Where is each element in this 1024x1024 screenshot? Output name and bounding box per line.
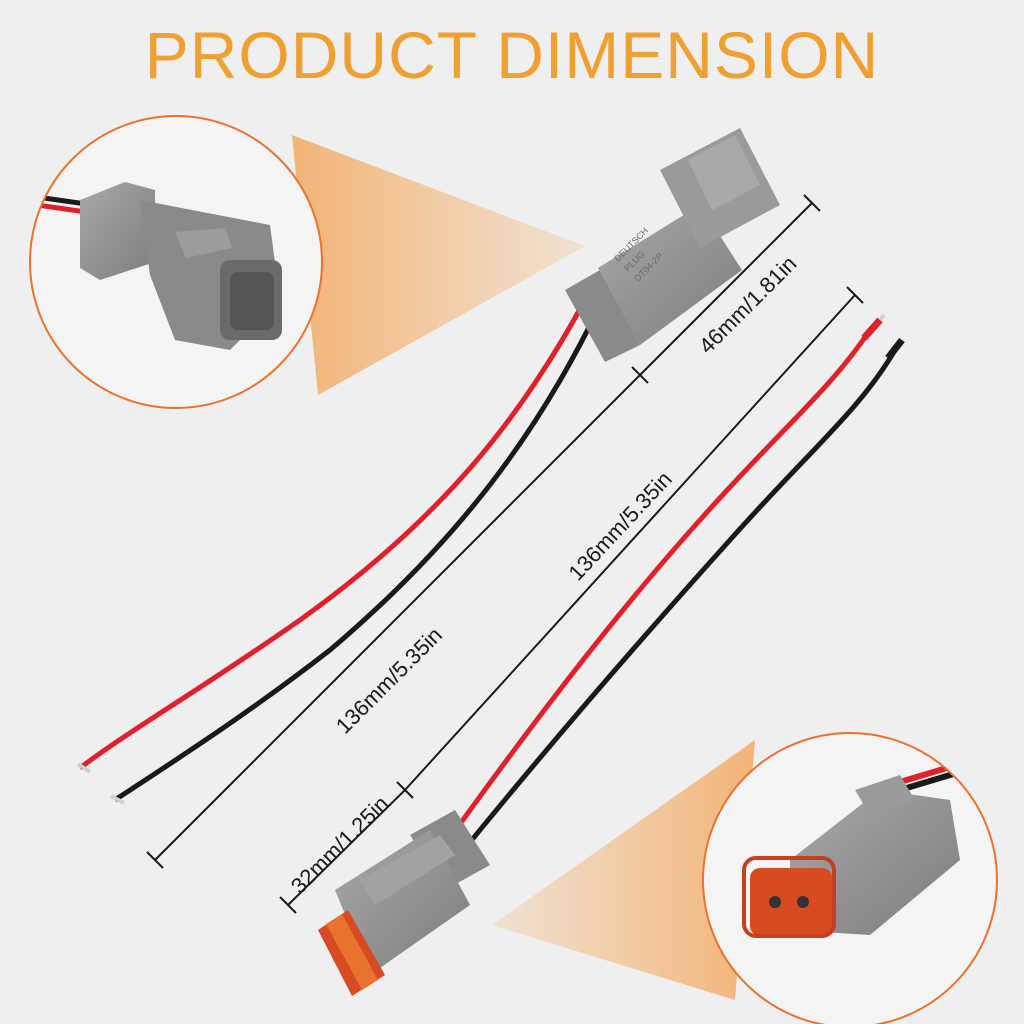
female-connector <box>318 810 490 996</box>
female-wire-black <box>460 348 898 854</box>
male-connector: DEUTSCH PLUG DT04-2P <box>565 128 780 362</box>
male-harness: DEUTSCH PLUG DT04-2P <box>76 128 780 805</box>
dim-label-male-wire: 136mm/5.35in <box>331 622 447 738</box>
page-title: PRODUCT DIMENSION <box>144 18 880 92</box>
male-connector-zoom <box>29 115 323 409</box>
female-connector-zoom <box>702 732 998 1024</box>
zoom-beam-top <box>292 135 585 395</box>
dimension-lines <box>146 194 864 914</box>
female-harness <box>318 313 905 996</box>
male-wire-black <box>113 303 603 803</box>
zoom-beam-bottom <box>492 740 755 1000</box>
female-wire-red <box>442 328 873 847</box>
male-wire-red <box>78 298 588 770</box>
